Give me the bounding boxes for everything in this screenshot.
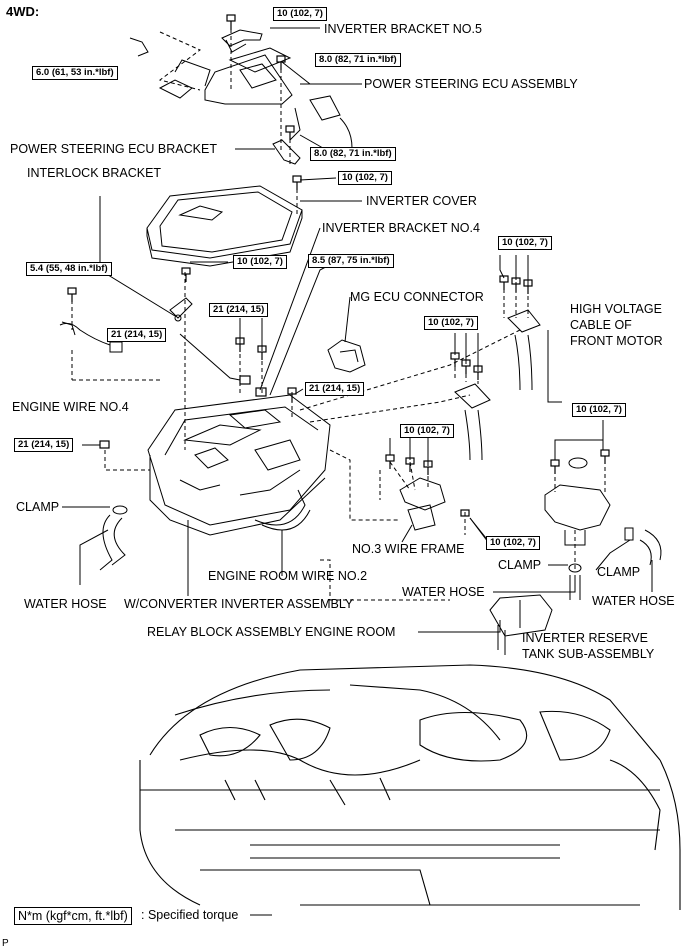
clamp-left-part [112,505,128,515]
torque-label: 10 (102, 7) [338,171,392,185]
label-water-hose-mid: WATER HOSE [402,585,485,599]
bolts [67,14,610,517]
torque-label: 21 (214, 15) [305,382,365,396]
legend-description: : Specified torque [141,908,239,922]
torque-label: 8.0 (82, 71 in.*lbf) [315,53,401,67]
water-hose-left-part [99,514,126,571]
hv-cable-part [454,309,541,461]
label-clamp-mid: CLAMP [498,558,542,572]
label-water-hose-right: WATER HOSE [592,594,675,608]
label-mg-ecu-connector: MG ECU CONNECTOR [350,290,484,304]
label-engine-wire-4: ENGINE WIRE NO.4 [12,400,129,414]
relay-block-part [489,594,553,655]
label-inverter-cover: INVERTER COVER [366,194,477,208]
torque-label: 10 (102, 7) [424,316,478,330]
label-engine-room-wire-2: ENGINE ROOM WIRE NO.2 [208,569,368,583]
torque-label: 10 (102, 7) [572,403,626,417]
torque-label: 10 (102, 7) [486,536,540,550]
label-inverter-bracket-5: INVERTER BRACKET NO.5 [324,22,482,36]
inverter-cover-part [146,185,303,267]
torque-label: 6.0 (61, 53 in.*lbf) [32,66,118,80]
torque-label: 21 (214, 15) [14,438,74,452]
label-ps-ecu-assembly: POWER STEERING ECU ASSEMBLY [364,77,578,91]
label-clamp-left: CLAMP [16,500,60,514]
torque-label: 10 (102, 7) [273,7,327,21]
label-clamp-right: CLAMP [597,565,641,579]
legend-torque-unit: N*m (kgf*cm, ft.*lbf) [14,907,132,925]
mg-ecu-connector-part [327,339,366,373]
label-reserve-tank-line1: INVERTER RESERVE [522,631,648,645]
connector-part [129,37,353,149]
label-wconverter-inverter: W/CONVERTER INVERTER ASSEMBLY [124,597,354,611]
label-interlock-bracket: INTERLOCK BRACKET [27,166,162,180]
ps-ecu-bracket-part [272,139,301,165]
label-relay-block: RELAY BLOCK ASSEMBLY ENGINE ROOM [147,625,396,639]
torque-label: 21 (214, 15) [209,303,269,317]
torque-label: 10 (102, 7) [498,236,552,250]
torque-label: 21 (214, 15) [107,328,167,342]
power-steering-ecu-part [158,47,293,105]
interlock-bracket-part [169,297,193,322]
label-inverter-bracket-4: INVERTER BRACKET NO.4 [322,221,480,235]
inverter-assembly-part [147,394,331,536]
torque-label: 8.5 (87, 75 in.*lbf) [308,254,394,268]
label-water-hose-left: WATER HOSE [24,597,107,611]
label-no3-wire-frame: NO.3 WIRE FRAME [352,542,465,556]
label-ps-ecu-bracket: POWER STEERING ECU BRACKET [10,142,217,156]
label-reserve-tank-line2: TANK SUB-ASSEMBLY [522,647,655,661]
engine-wire-4-part [59,321,123,353]
label-hv-cable-line3: FRONT MOTOR [570,334,663,348]
no3-wire-frame-part [399,477,446,531]
variant-header: 4WD: [6,4,40,19]
torque-label: 10 (102, 7) [233,255,287,269]
torque-label: 5.4 (55, 48 in.*lbf) [26,262,112,276]
torque-label: 10 (102, 7) [400,424,454,438]
torque-label: 8.0 (82, 71 in.*lbf) [310,147,396,161]
label-hv-cable-line2: CABLE OF [570,318,632,332]
footer-mark: P [2,938,9,949]
clamp-right-part [624,527,634,541]
torque-leaders [82,61,604,539]
water-hose-mid-part [569,575,581,600]
inverter-bracket-5-part [221,29,263,53]
water-hose-right-part [639,529,662,566]
vehicle-outline [139,664,681,910]
label-hv-cable-line1: HIGH VOLTAGE [570,302,662,316]
reserve-tank-part [544,457,611,573]
